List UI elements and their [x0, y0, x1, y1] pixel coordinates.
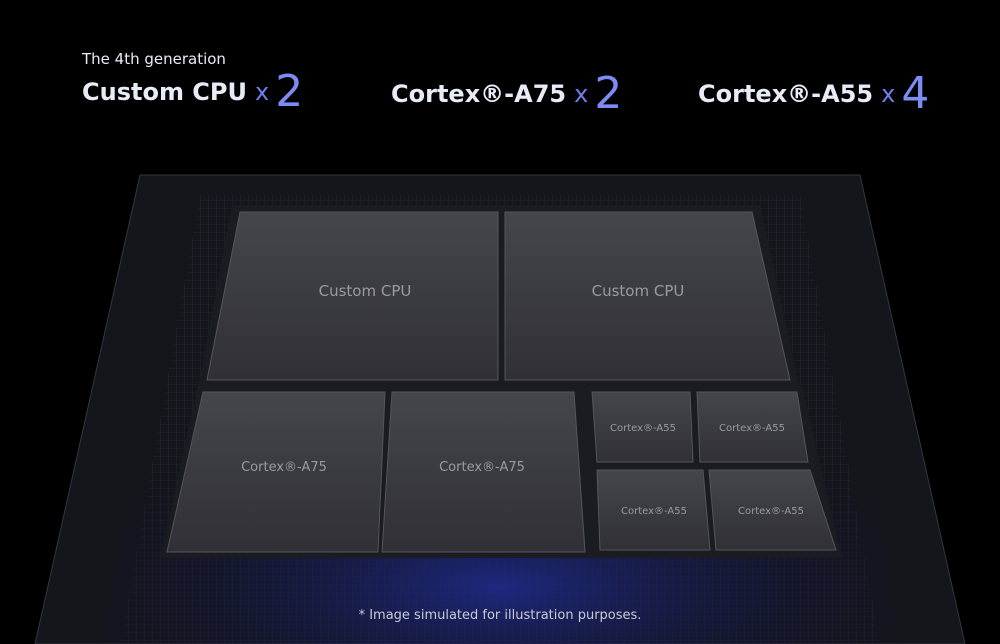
header-core-name: Cortex®-A55 — [698, 80, 874, 108]
core-label: Custom CPU — [319, 282, 412, 300]
cortex-a55-core-3: Cortex®-A55 — [596, 469, 711, 551]
cortex-a75-core-2: Cortex®-A75 — [381, 391, 586, 553]
custom-cpu-core-2: Custom CPU — [504, 211, 791, 381]
header-count: 2 — [594, 68, 623, 119]
header-multiplier: x — [255, 78, 270, 106]
core-label: Cortex®-A55 — [610, 423, 676, 434]
cortex-a75-core-1: Cortex®-A75 — [166, 391, 386, 553]
header-core-name: Custom CPU — [82, 78, 247, 106]
cortex-a55-core-4: Cortex®-A55 — [708, 469, 837, 551]
custom-cpu-core-1: Custom CPU — [206, 211, 499, 381]
header-multiplier: x — [574, 80, 589, 108]
cortex-a55-core-1: Cortex®-A55 — [591, 391, 694, 463]
cortex-a55-core-2: Cortex®-A55 — [696, 391, 809, 463]
core-label: Cortex®-A75 — [439, 460, 525, 475]
core-label: Cortex®-A55 — [738, 506, 804, 517]
core-label: Cortex®-A55 — [621, 506, 687, 517]
header-multiplier: x — [881, 80, 896, 108]
core-label: Cortex®-A55 — [719, 423, 785, 434]
header-core-name: Cortex®-A75 — [391, 80, 567, 108]
header-count: 4 — [901, 68, 930, 119]
header-count: 2 — [275, 66, 304, 117]
core-label: Cortex®-A75 — [241, 460, 327, 475]
footnote: * Image simulated for illustration purpo… — [358, 608, 642, 623]
core-label: Custom CPU — [592, 282, 685, 300]
header-subtitle: The 4th generation — [82, 50, 226, 68]
